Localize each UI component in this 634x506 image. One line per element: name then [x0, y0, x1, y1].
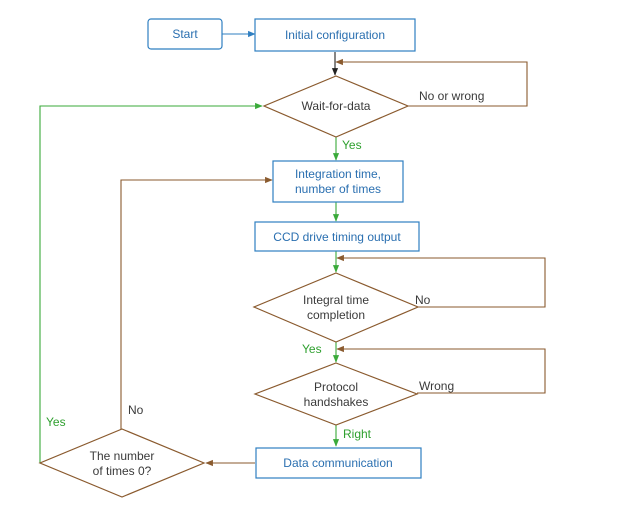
label-yes-times: Yes [46, 415, 66, 429]
label-no-integral: No [415, 293, 431, 307]
data-communication-node [255, 447, 422, 479]
times-zero-label-line2: of times 0? [93, 464, 152, 478]
integration-node [272, 160, 404, 203]
integration-label-line1: Integration time, [295, 167, 381, 181]
initial-config-label: Initial configuration [285, 28, 385, 42]
protocol-handshakes-decision [253, 362, 419, 426]
times-zero-label-line1: The number [90, 449, 155, 463]
edge-protocol-loop [336, 345, 546, 394]
integral-completion-label-line1: Integral time [303, 293, 369, 307]
label-no-or-wrong: No or wrong [419, 89, 484, 103]
data-communication-label: Data communication [283, 456, 392, 470]
edge-times-no-loop [120, 176, 273, 429]
integration-label-line2: number of times [295, 182, 381, 196]
ccd-output-node [254, 221, 420, 252]
integral-completion-label-line2: completion [307, 308, 365, 322]
label-wrong-protocol: Wrong [419, 379, 454, 393]
protocol-label-line2: handshakes [304, 395, 369, 409]
start-label: Start [172, 27, 198, 41]
wait-for-data-label: Wait-for-data [302, 99, 371, 113]
times-zero-decision [38, 428, 206, 498]
wait-for-data-decision [262, 75, 410, 138]
integral-completion-decision [252, 272, 420, 343]
protocol-label-line1: Protocol [314, 380, 358, 394]
label-yes-wait: Yes [342, 138, 362, 152]
ccd-output-label: CCD drive timing output [273, 230, 401, 244]
initial-config-node [254, 18, 416, 52]
label-yes-integral: Yes [302, 342, 322, 356]
label-no-times: No [128, 403, 144, 417]
label-right-protocol: Right [343, 427, 372, 441]
edge-wait-loop [335, 58, 528, 107]
edge-times-yes-loop [39, 102, 263, 463]
edge-integral-loop [336, 254, 546, 308]
start-node [147, 18, 223, 50]
